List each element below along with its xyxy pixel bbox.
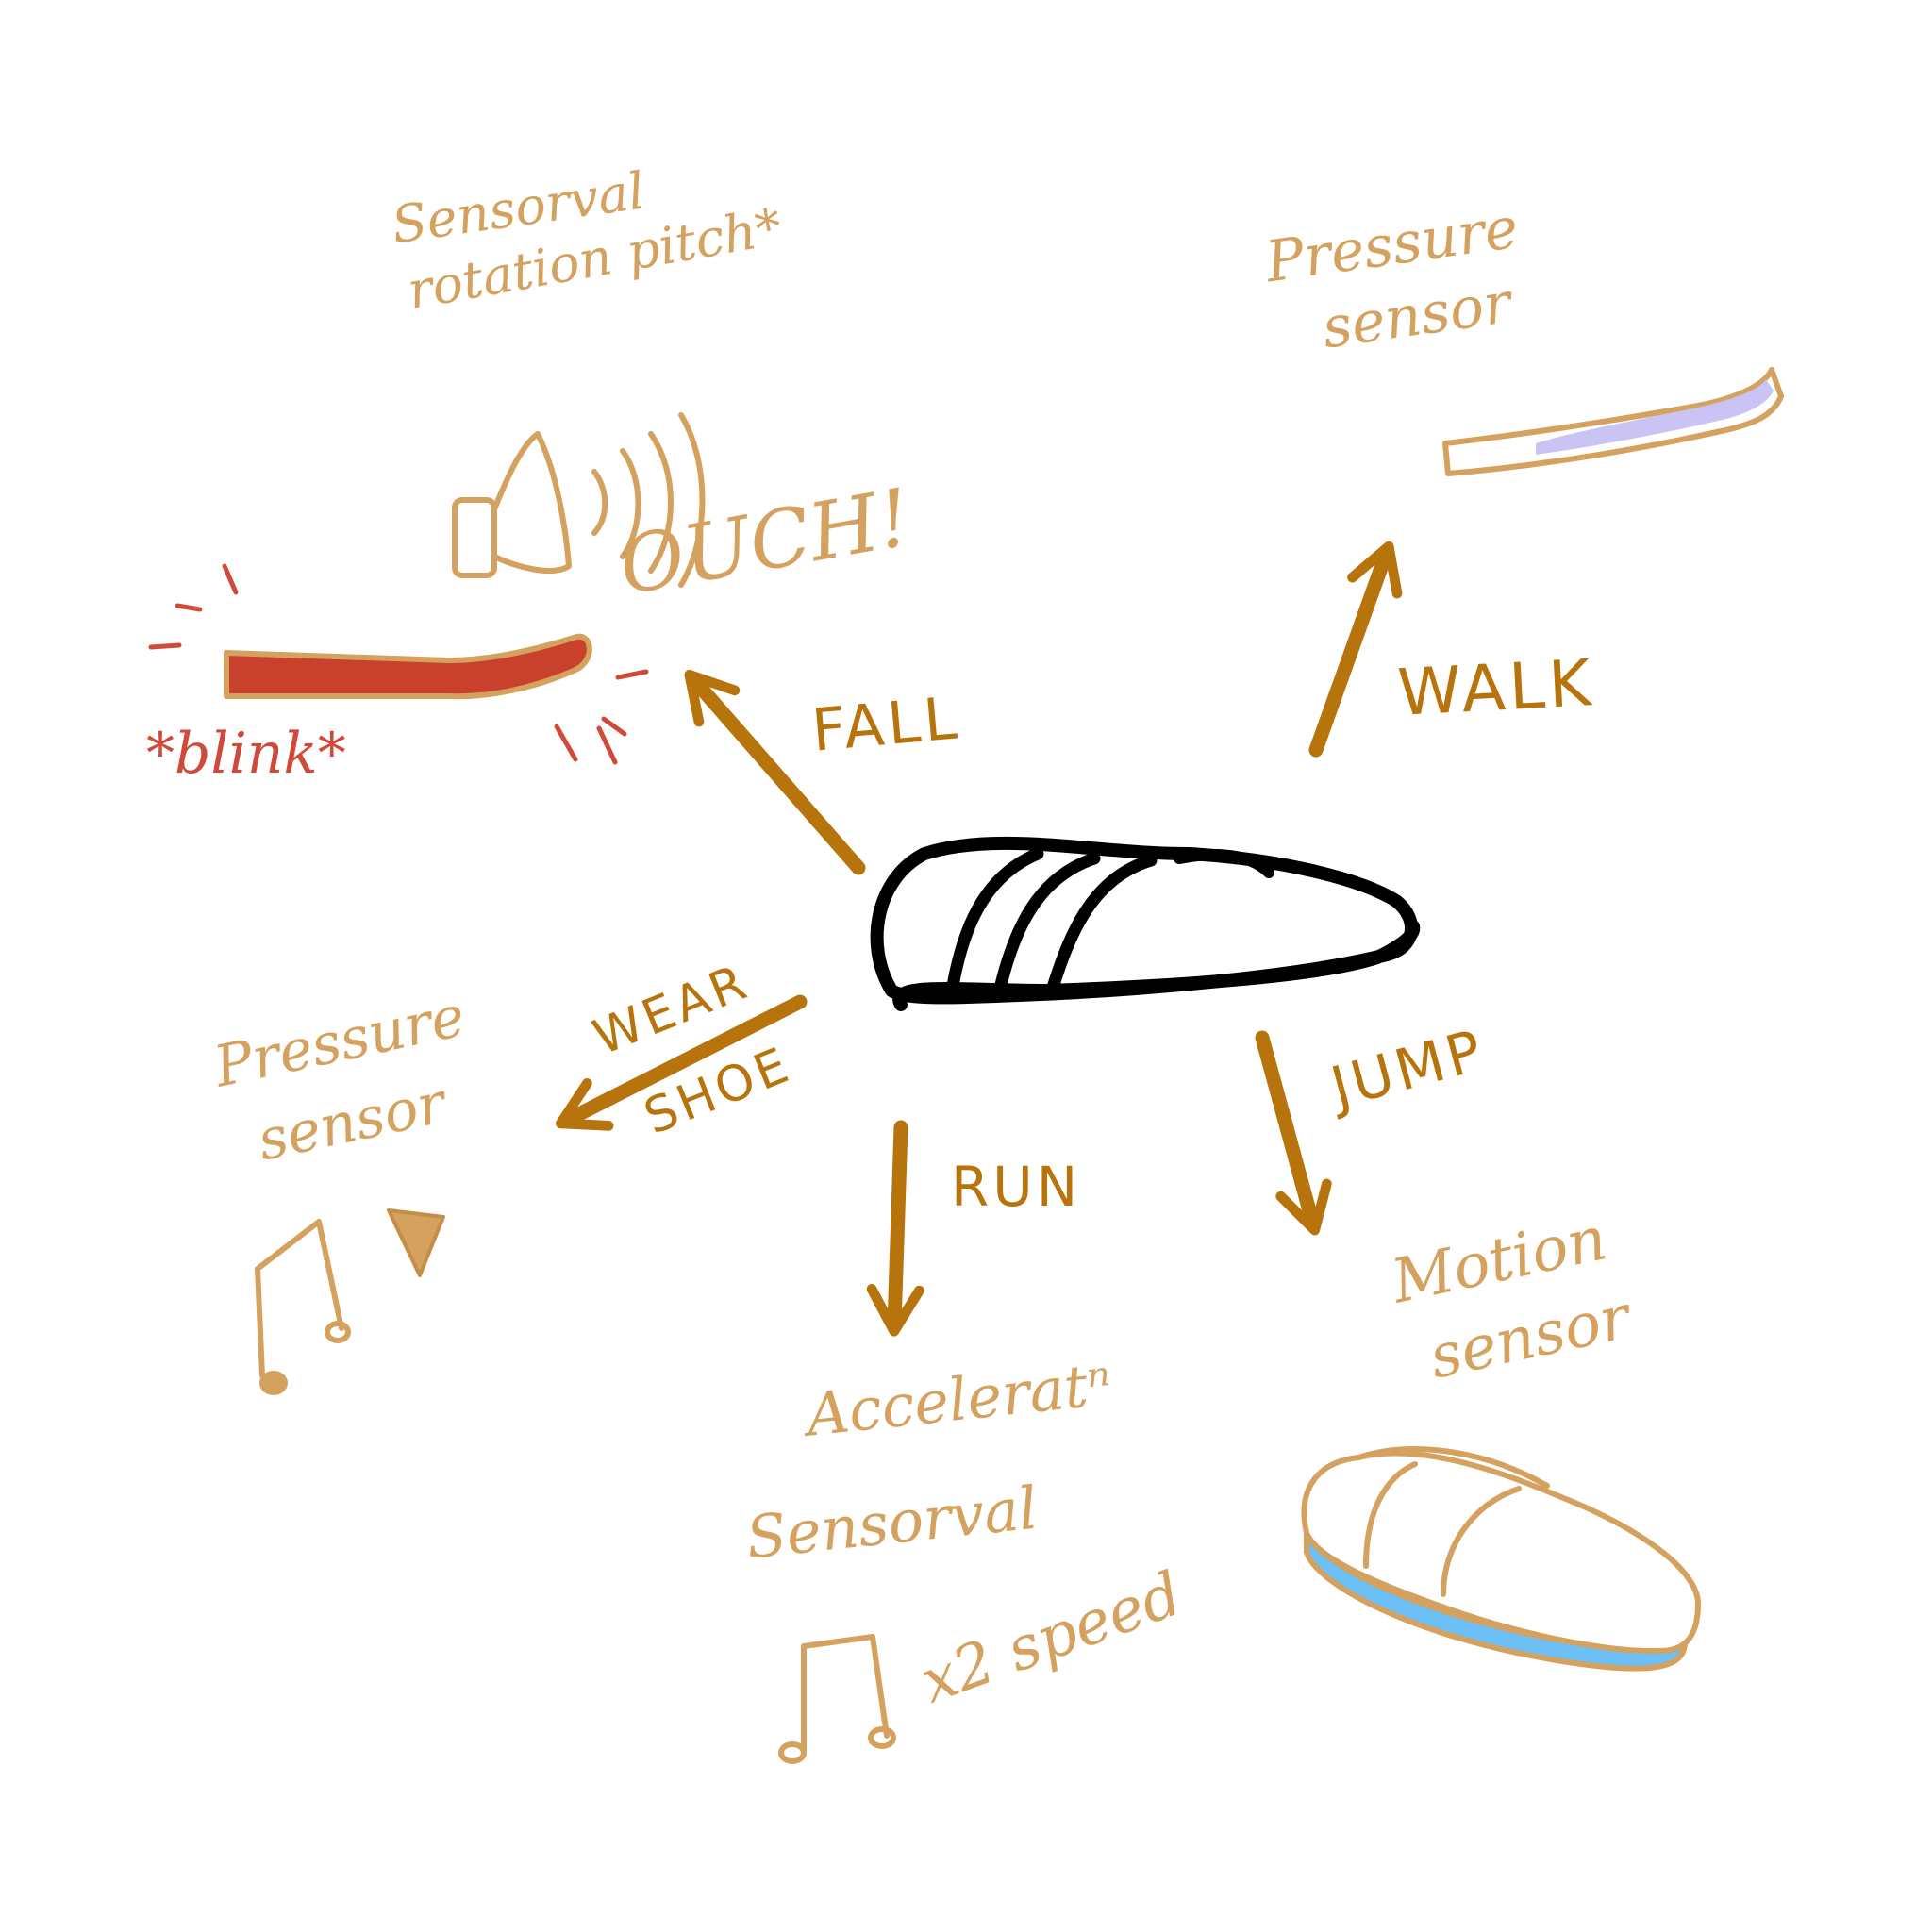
jump-arrow [1255,1030,1332,1236]
blue-slipper-icon [1301,1446,1701,1672]
walk-arrow-label: WALK [1395,646,1597,731]
run-arrow-label: RUN [951,1155,1082,1219]
blink-label: *blink* [146,721,346,787]
wear-shoe-arrow [556,994,808,1131]
blink-lines [148,563,649,765]
slipper-icon [870,836,1421,1011]
triangle-icon [387,1208,445,1277]
speaker-icon [452,412,706,588]
fall-arrow [684,669,866,875]
red-bar [224,633,592,700]
fall-arrow-label: FALL [808,683,963,765]
walk-arrow [1308,541,1403,758]
run-arrow [866,1120,924,1337]
music-note-icon [255,1219,351,1395]
music-note-icon [778,1634,896,1764]
lilac-bar [1442,367,1784,476]
